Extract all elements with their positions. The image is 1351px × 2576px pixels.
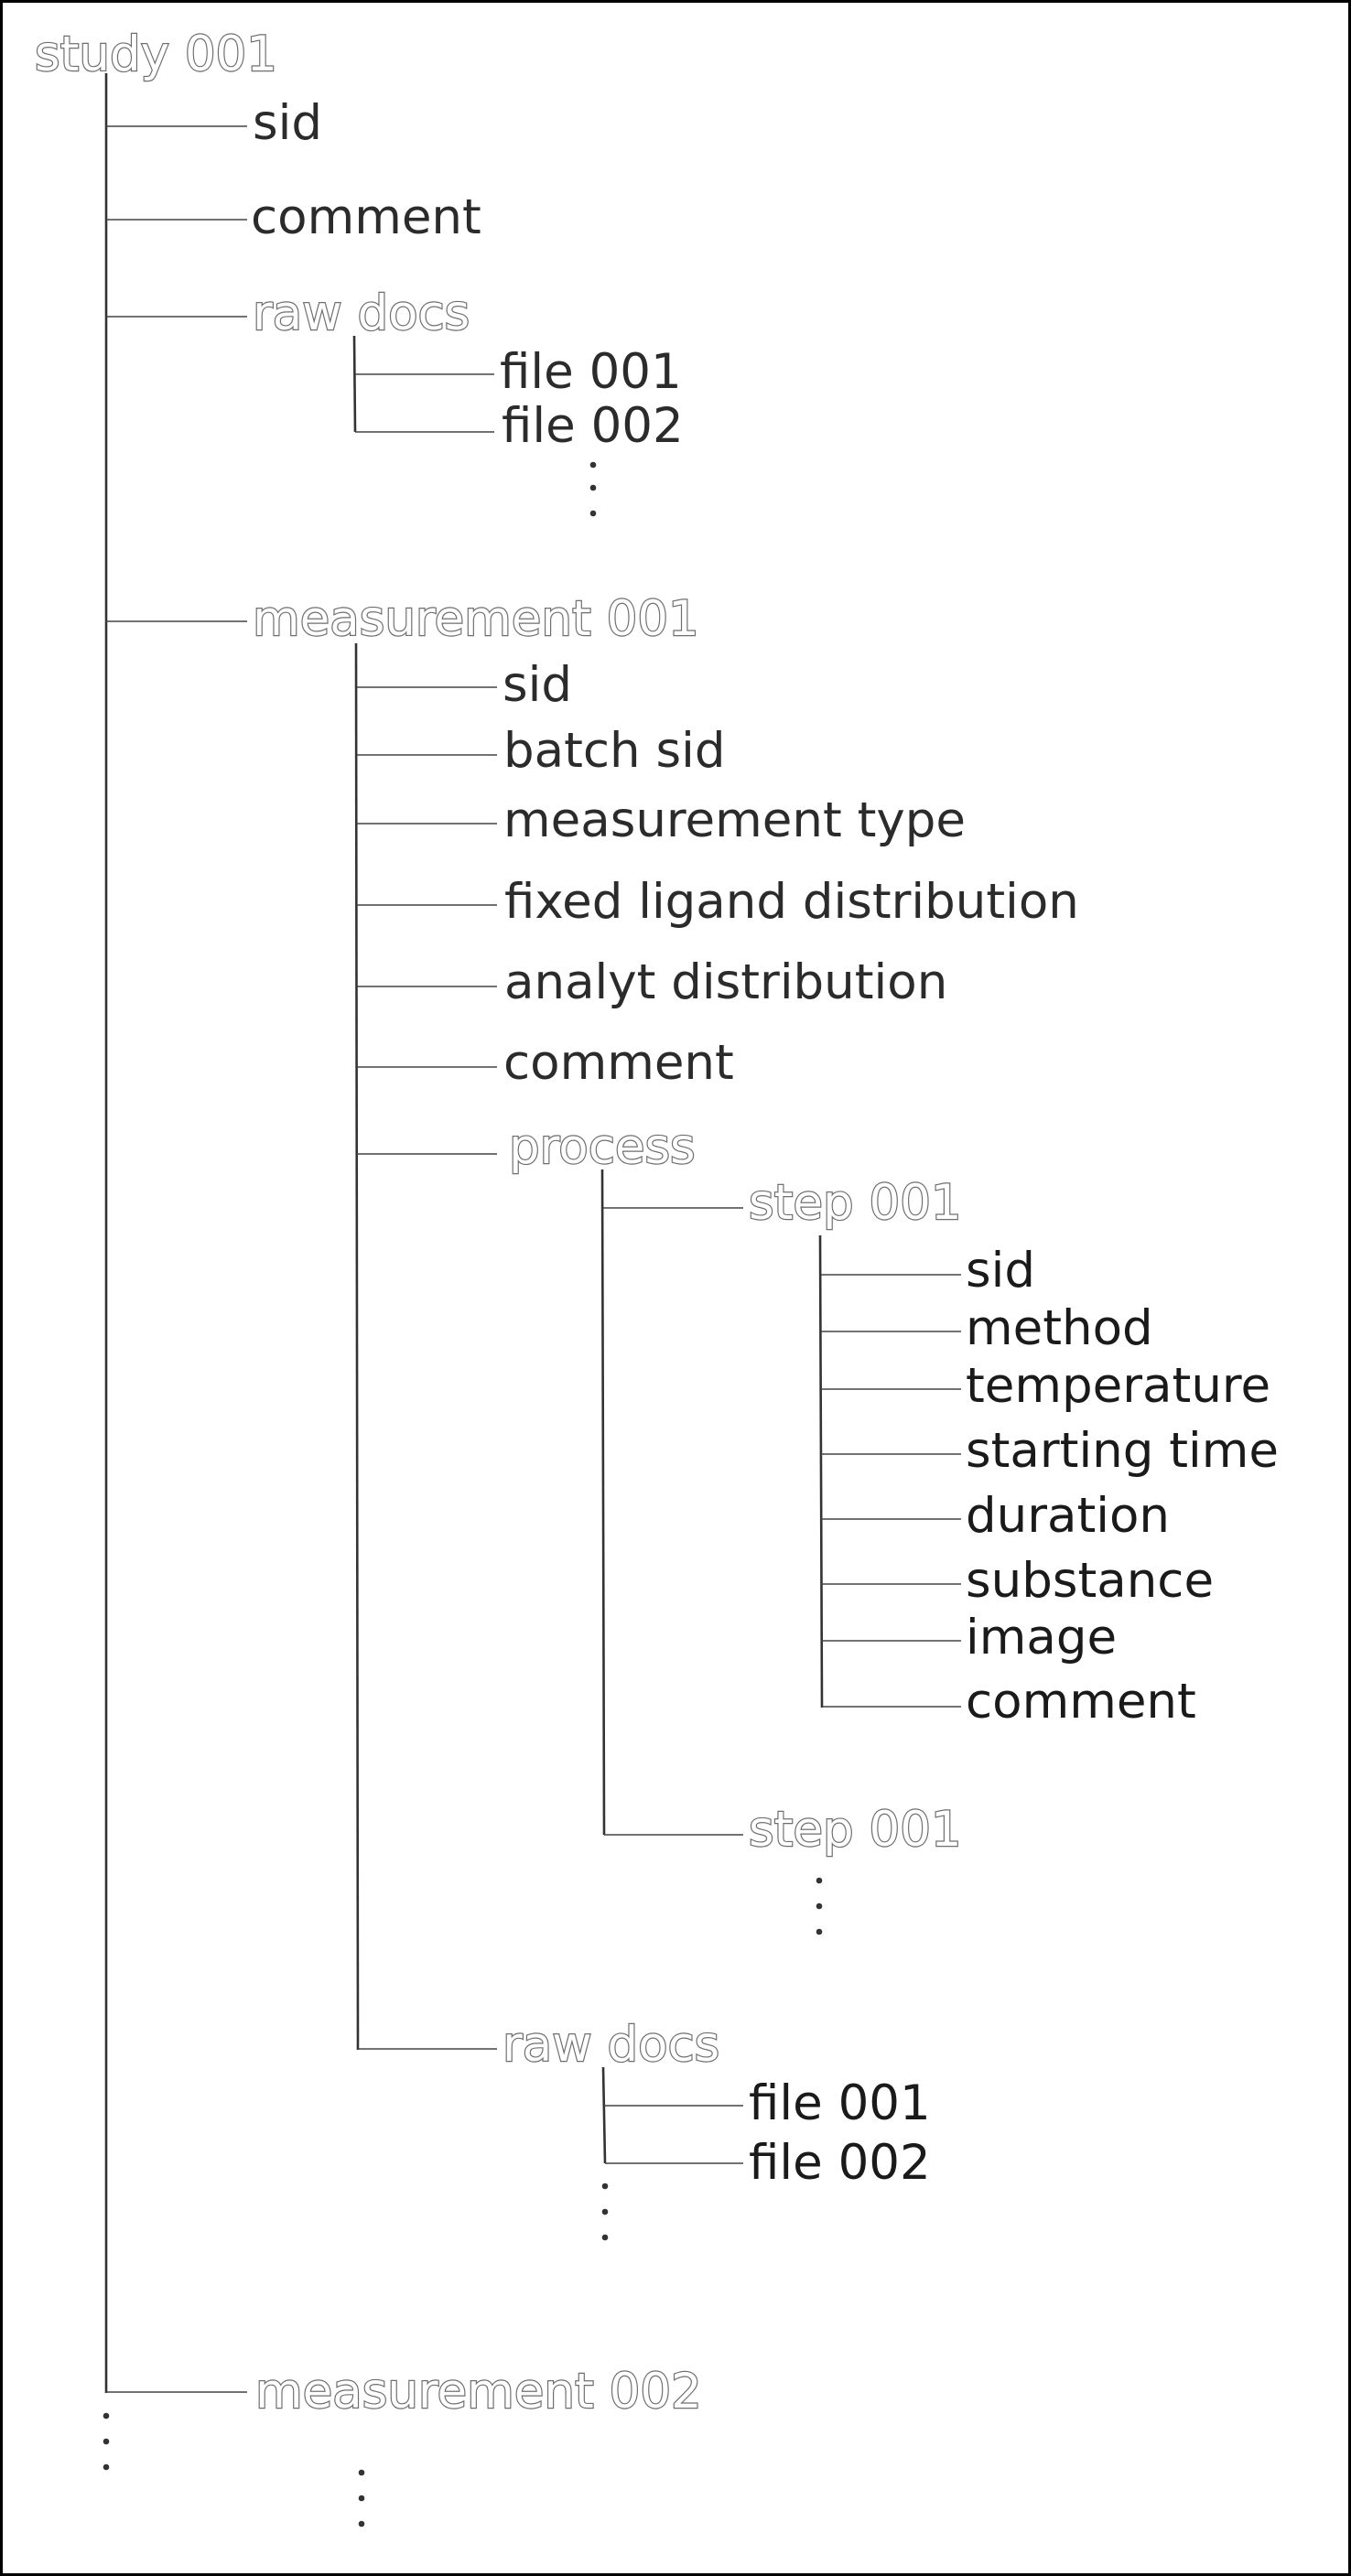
- ellipsis-dots-process-steps: [816, 1877, 823, 1935]
- step-comment-label: comment: [966, 1674, 1196, 1730]
- ellipsis-dots-raw-docs: [589, 461, 597, 517]
- m001-raw-docs-trunk-line: [601, 2066, 607, 2164]
- measurement-001-trunk-line: [354, 642, 360, 2051]
- study-sid-label: sid: [253, 95, 322, 151]
- m001-fixed-ligand-label: fixed ligand distribution: [504, 874, 1079, 930]
- measurement-002-label: measurement 002: [255, 2364, 702, 2420]
- step-temperature-label: temperature: [966, 1358, 1270, 1414]
- study-raw-docs-label: raw docs: [253, 286, 470, 341]
- tree-labels: study 001 sid comment raw docs file 001 …: [34, 26, 1279, 2420]
- root-study-label: study 001: [35, 27, 277, 82]
- step-first-label: step 001: [749, 1175, 962, 1231]
- ellipsis-dots-root: [103, 2412, 110, 2471]
- m001-comment-label: comment: [503, 1035, 734, 1091]
- tree-connectors: [104, 73, 961, 2393]
- m001-raw-docs-file-001-label: file 001: [749, 2075, 931, 2131]
- step-image-label: image: [966, 1610, 1117, 1665]
- ellipsis-dots-m001-raw-docs: [601, 2183, 609, 2241]
- step-substance-label: substance: [966, 1553, 1214, 1609]
- m001-measurement-type-label: measurement type: [503, 792, 966, 848]
- m001-batch-sid-label: batch sid: [503, 723, 725, 779]
- step-second-label: step 001: [749, 1802, 962, 1858]
- m001-raw-docs-label: raw docs: [503, 2017, 719, 2073]
- raw-docs-trunk-line: [352, 335, 357, 433]
- step-method-label: method: [966, 1300, 1153, 1356]
- process-label: process: [509, 1119, 696, 1175]
- process-trunk-line: [600, 1169, 606, 1836]
- step-duration-label: duration: [966, 1488, 1170, 1544]
- study-comment-label: comment: [251, 189, 481, 245]
- raw-docs-file-002-label: file 002: [502, 398, 684, 454]
- m001-analyt-label: analyt distribution: [504, 954, 947, 1010]
- step-starting-time-label: starting time: [966, 1423, 1279, 1479]
- ellipsis-dots-measurement-002: [358, 2469, 365, 2527]
- step-sid-label: sid: [966, 1243, 1035, 1299]
- m001-raw-docs-file-002-label: file 002: [749, 2135, 931, 2191]
- raw-docs-file-001-label: file 001: [500, 344, 682, 400]
- step-trunk-line: [818, 1234, 824, 1708]
- measurement-001-label: measurement 001: [253, 591, 699, 647]
- m001-sid-label: sid: [503, 657, 572, 713]
